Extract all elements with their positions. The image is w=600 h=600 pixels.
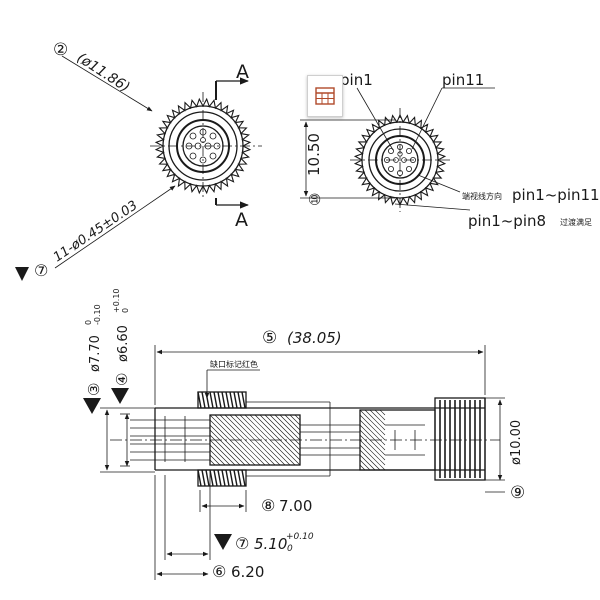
callout-2-number: ②: [53, 40, 68, 60]
callout-10-number: ⑩: [306, 193, 324, 206]
dimension-10-50: 10.50: [305, 133, 323, 176]
callout-4-tol-lower: 0: [121, 308, 130, 313]
callout-5-length: (38.05): [287, 329, 342, 347]
dimension-diameter-10: ø10.00: [509, 420, 524, 465]
note-pin1-pin8: pin1~pin8: [468, 212, 546, 230]
triangle-down-icon: [111, 388, 129, 404]
pin1-label: pin1: [340, 71, 373, 89]
end-view-right: [300, 87, 495, 212]
callout-8-number: ⑧: [261, 496, 275, 515]
callout-2-diameter: (ø11.86): [74, 50, 133, 96]
triangle-down-icon: [83, 398, 101, 414]
callout-4-diameter: ø6.60: [116, 325, 131, 362]
end-view-left: [54, 55, 262, 269]
table-grid-icon[interactable]: [307, 75, 343, 117]
pin11-label: pin11: [442, 71, 484, 89]
callout-3-tol-lower: -0.10: [93, 304, 102, 325]
callout-7-top-text: 11-ø0.45±0.03: [51, 198, 141, 265]
pin-bundle: [130, 416, 210, 462]
triangle-down-icon: [214, 534, 232, 550]
callout-7-bottom-tol-lower: 0: [287, 544, 293, 554]
thread-bottom: [197, 469, 246, 487]
callout-5-number: ⑤: [262, 328, 277, 348]
callout-7-bottom-tol-upper: +0.10: [286, 532, 314, 542]
callout-3-number: ③: [85, 383, 103, 396]
callout-7-top-number: ⑦: [34, 261, 48, 280]
callout-3-diameter: ø7.70: [88, 335, 103, 372]
callout-9-number: ⑨: [510, 483, 525, 503]
triangle-down-icon: [15, 267, 29, 281]
notch-mark-note: 缺口标记红色: [210, 359, 258, 369]
knurled-grip: [439, 400, 481, 478]
note-view-direction: 端视线方向: [462, 191, 502, 201]
callout-7-bottom-length: 5.10: [254, 535, 287, 553]
callout-8-length: 7.00: [279, 497, 312, 515]
note-pin1-pin11: pin1~pin11: [512, 186, 600, 204]
callout-7-bottom-number: ⑦: [235, 534, 249, 553]
side-section-view: [100, 345, 505, 580]
callout-6-number: ⑥: [212, 562, 226, 581]
callout-3-tol-upper: 0: [84, 320, 93, 325]
callout-6-length: 6.20: [231, 563, 264, 581]
thread-top: [197, 391, 246, 409]
hatched-housing: [359, 409, 386, 471]
note-transition: 过渡满足: [560, 217, 592, 227]
callout-4-tol-upper: +0.10: [112, 288, 121, 313]
section-marker-a-bottom: A: [235, 209, 248, 231]
section-marker-a-top: A: [236, 61, 249, 83]
callout-4-number: ④: [113, 373, 131, 386]
